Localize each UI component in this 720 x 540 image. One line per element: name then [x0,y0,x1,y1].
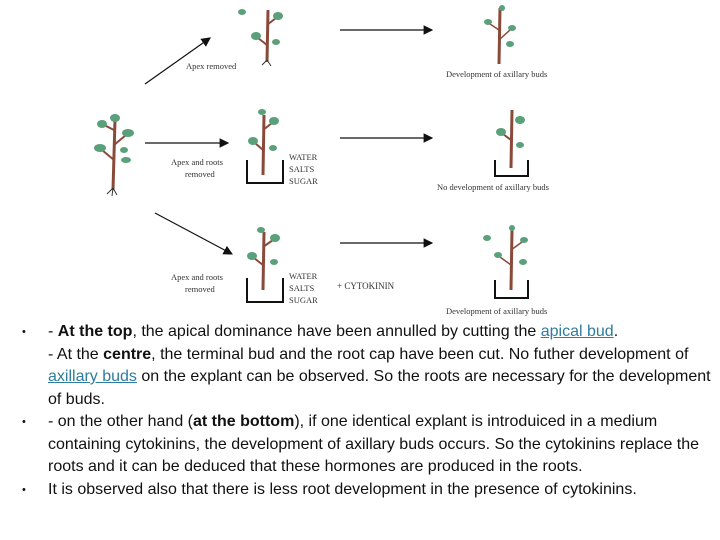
medium-water-2: WATER [289,271,318,281]
experiment-diagram: Apex removed Apex and roots removed WATE… [94,5,549,316]
result-label-middle: No development of axillary buds [437,182,549,192]
original-plant [94,114,134,197]
bullet-marker: • [22,483,26,496]
result-label-bottom: Development of axillary buds [446,306,547,316]
explant-bottom [247,227,280,291]
medium-water: WATER [289,152,318,162]
axillary-buds-link[interactable]: axillary buds [48,368,137,385]
arrow-bottom [154,212,234,255]
explant-middle [248,109,279,176]
medium-salts: SALTS [289,164,314,174]
beaker-bottom [246,278,284,303]
explanation-list: • - At the top, the apical dominance hav… [20,321,718,501]
apical-bud-link[interactable]: apical bud [540,323,614,340]
label-apex-removed: Apex removed [186,61,237,71]
explant-top [238,9,283,67]
result-label-top: Development of axillary buds [446,69,547,79]
bullet-item: • - on the other hand (at the bottom), i… [20,411,718,479]
bullet-text: - At the top, the apical dominance have … [48,323,711,408]
bullet-item: • It is observed also that there is less… [20,479,718,502]
label-apex-roots-b1: Apex and roots [171,272,223,282]
result-beaker-bottom [494,280,529,299]
beaker-middle [246,160,284,184]
result-plant-top [484,5,516,65]
label-apex-roots-1: Apex and roots [171,157,223,167]
arrow-top [144,37,211,85]
medium-sugar-2: SUGAR [289,295,318,305]
result-plant-middle [496,109,525,169]
medium-salts-2: SALTS [289,283,314,293]
bullet-marker: • [22,326,26,338]
result-beaker-middle [494,160,529,177]
result-plant-bottom [483,225,528,291]
bullet-marker: • [22,416,26,428]
label-apex-roots-2: removed [185,169,215,179]
bullet-item: • - At the top, the apical dominance hav… [20,321,718,411]
medium-sugar: SUGAR [289,176,318,186]
bullet-text: It is observed also that there is less r… [48,480,637,498]
label-cytokinin: + CYTOKININ [337,281,395,291]
label-apex-roots-b2: removed [185,284,215,294]
bullet-text: - on the other hand (at the bottom), if … [48,413,700,475]
